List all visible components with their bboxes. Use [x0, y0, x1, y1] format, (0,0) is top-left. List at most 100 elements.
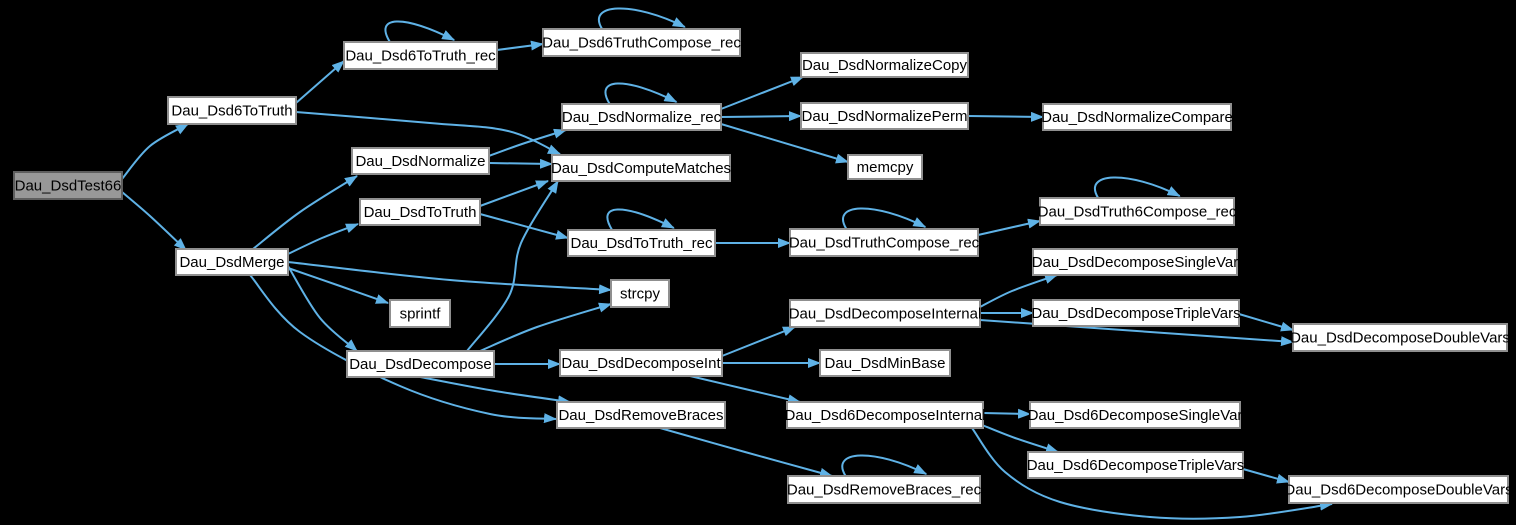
node-box[interactable] — [13, 171, 123, 200]
node-sprintf[interactable]: sprintf — [389, 299, 451, 328]
node-Dau_DsdRemoveBraces[interactable]: Dau_DsdRemoveBraces — [556, 401, 726, 429]
node-memcpy[interactable]: memcpy — [847, 154, 923, 180]
node-Dau_DsdDecompose[interactable]: Dau_DsdDecompose — [346, 350, 495, 378]
node-box[interactable] — [1042, 103, 1232, 131]
node-Dau_DsdMerge[interactable]: Dau_DsdMerge — [175, 248, 289, 276]
node-box[interactable] — [789, 228, 979, 257]
node-Dau_Dsd6DecomposeSingleVar[interactable]: Dau_Dsd6DecomposeSingleVar — [1028, 401, 1243, 429]
node-box[interactable] — [167, 96, 297, 125]
node-box[interactable] — [819, 349, 951, 377]
node-Dau_DsdNormalize[interactable]: Dau_DsdNormalize — [351, 147, 490, 175]
node-box[interactable] — [343, 41, 498, 70]
node-label: Dau_DsdRemoveBraces_rec — [787, 482, 982, 499]
node-label: Dau_DsdDecomposeDoubleVars — [1290, 330, 1510, 347]
node-Dau_Dsd6ToTruth_rec[interactable]: Dau_Dsd6ToTruth_rec — [343, 41, 498, 70]
node-Dau_DsdToTruth[interactable]: Dau_DsdToTruth — [359, 198, 481, 226]
node-box[interactable] — [800, 102, 969, 130]
node-Dau_DsdNormalizePerm[interactable]: Dau_DsdNormalizePerm — [800, 102, 969, 130]
node-box[interactable] — [1039, 197, 1235, 226]
node-Dau_DsdTest66[interactable]: Dau_DsdTest66 — [13, 171, 123, 200]
edge-removebraces-to-removebraces_rec — [659, 427, 833, 478]
node-box[interactable] — [1029, 401, 1241, 429]
edge-merge-to-totruth — [287, 223, 359, 255]
edge-dsd6decomposeinternal-to-dsd6decomposetriplevars — [981, 424, 1059, 454]
node-box[interactable] — [1032, 299, 1240, 327]
node-Dau_DsdMinBase[interactable]: Dau_DsdMinBase — [819, 349, 951, 377]
node-label: sprintf — [400, 306, 442, 323]
edge-normalize_rec-to-memcpy — [720, 123, 849, 164]
edge-removebraces_rec-to-removebraces_rec — [841, 454, 928, 477]
node-label: Dau_DsdTruthCompose_rec — [789, 235, 980, 252]
node-box[interactable] — [1032, 248, 1238, 276]
node-box[interactable] — [551, 154, 731, 182]
node-box[interactable] — [800, 52, 969, 78]
node-Dau_Dsd6DecomposeTripleVars[interactable]: Dau_Dsd6DecomposeTripleVars — [1027, 451, 1245, 479]
edge-normalize-to-normalize_rec — [488, 128, 567, 157]
node-Dau_DsdNormalizeCopy[interactable]: Dau_DsdNormalizeCopy — [800, 52, 969, 78]
node-box[interactable] — [787, 475, 981, 504]
edge-merge-to-removebraces — [249, 274, 557, 424]
edge-normalizeperm-to-normalizecompare — [967, 111, 1044, 122]
node-Dau_DsdDecomposeInt[interactable]: Dau_DsdDecomposeInt — [559, 349, 723, 377]
node-box[interactable] — [1292, 323, 1508, 352]
node-label: Dau_DsdNormalizeCompare — [1041, 109, 1233, 126]
node-label: Dau_DsdToTruth — [364, 204, 477, 221]
node-label: Dau_DsdDecomposeSingleVar — [1032, 254, 1239, 271]
node-box[interactable] — [1027, 451, 1244, 479]
node-label: Dau_DsdMinBase — [825, 355, 946, 372]
node-label: Dau_Dsd6DecomposeSingleVar — [1028, 407, 1243, 424]
node-box[interactable] — [556, 401, 726, 429]
node-strcpy[interactable]: strcpy — [610, 279, 670, 308]
node-box[interactable] — [559, 349, 723, 377]
node-Dau_DsdRemoveBraces_rec[interactable]: Dau_DsdRemoveBraces_rec — [787, 475, 982, 504]
node-label: Dau_DsdDecomposeTripleVars — [1031, 305, 1240, 322]
node-Dau_DsdDecomposeTripleVars[interactable]: Dau_DsdDecomposeTripleVars — [1031, 299, 1241, 327]
node-Dau_Dsd6TruthCompose_rec[interactable]: Dau_Dsd6TruthCompose_rec — [542, 28, 741, 57]
node-box[interactable] — [542, 28, 741, 57]
edge-normalize-to-computematches — [488, 158, 553, 169]
edge-merge-to-sprintf — [287, 267, 389, 304]
node-box[interactable] — [610, 279, 670, 308]
node-box[interactable] — [847, 154, 923, 180]
node-label: Dau_DsdNormalize — [355, 153, 485, 170]
node-Dau_Dsd6ToTruth[interactable]: Dau_Dsd6ToTruth — [167, 96, 297, 125]
node-Dau_DsdComputeMatches[interactable]: Dau_DsdComputeMatches — [551, 154, 731, 182]
node-Dau_DsdDecomposeInternal[interactable]: Dau_DsdDecomposeInternal — [789, 299, 982, 328]
edges-layer — [121, 7, 1333, 520]
edge-truthcompose_rec-to-truthcompose_rec — [842, 207, 927, 230]
edge-truthcompose_rec-to-truth6compose_rec — [977, 218, 1041, 236]
node-box[interactable] — [786, 401, 984, 429]
node-Dau_DsdTruthCompose_rec[interactable]: Dau_DsdTruthCompose_rec — [789, 228, 980, 257]
node-box[interactable] — [567, 229, 716, 257]
node-label: Dau_Dsd6ToTruth_rec — [345, 48, 496, 65]
node-label: Dau_DsdTruth6Compose_rec — [1038, 204, 1237, 221]
node-box[interactable] — [789, 299, 981, 328]
edge-decompose-to-removebraces — [419, 376, 571, 406]
node-box[interactable] — [389, 299, 451, 328]
node-Dau_DsdDecomposeDoubleVars[interactable]: Dau_DsdDecomposeDoubleVars — [1290, 323, 1510, 352]
node-box[interactable] — [175, 248, 289, 276]
edge-decomposeint-to-decomposeinternal — [721, 326, 796, 357]
node-Dau_DsdToTruth_rec[interactable]: Dau_DsdToTruth_rec — [567, 229, 716, 257]
node-Dau_DsdNormalize_rec[interactable]: Dau_DsdNormalize_rec — [561, 103, 722, 131]
node-Dau_DsdTruth6Compose_rec[interactable]: Dau_DsdTruth6Compose_rec — [1038, 197, 1237, 226]
node-box[interactable] — [359, 198, 481, 226]
edge-normalize_rec-to-normalizecopy — [720, 76, 804, 110]
node-box[interactable] — [346, 350, 495, 378]
node-label: Dau_DsdToTruth_rec — [570, 235, 713, 252]
edge-decomposetriplevars-to-decomposedoublevars — [1238, 313, 1294, 332]
edge-decomposeint-to-dsd6decomposeinternal — [689, 375, 801, 405]
node-box[interactable] — [351, 147, 490, 175]
edge-dsd6decomposetriplevars-to-dsd6decomposedoublevars — [1242, 468, 1290, 484]
node-Dau_Dsd6DecomposeDoubleVars[interactable]: Dau_Dsd6DecomposeDoubleVars — [1284, 475, 1513, 504]
node-Dau_DsdDecomposeSingleVar[interactable]: Dau_DsdDecomposeSingleVar — [1032, 248, 1239, 276]
node-Dau_DsdNormalizeCompare[interactable]: Dau_DsdNormalizeCompare — [1041, 103, 1233, 131]
node-Dau_Dsd6DecomposeInternal[interactable]: Dau_Dsd6DecomposeInternal — [785, 401, 986, 429]
edge-normalize_rec-to-normalizeperm — [720, 111, 802, 122]
edge-dsd6totruth_rec-to-dsd6truthcompose_rec — [496, 40, 544, 51]
node-label: memcpy — [857, 159, 914, 176]
node-box[interactable] — [1288, 475, 1509, 504]
node-box[interactable] — [561, 103, 722, 131]
